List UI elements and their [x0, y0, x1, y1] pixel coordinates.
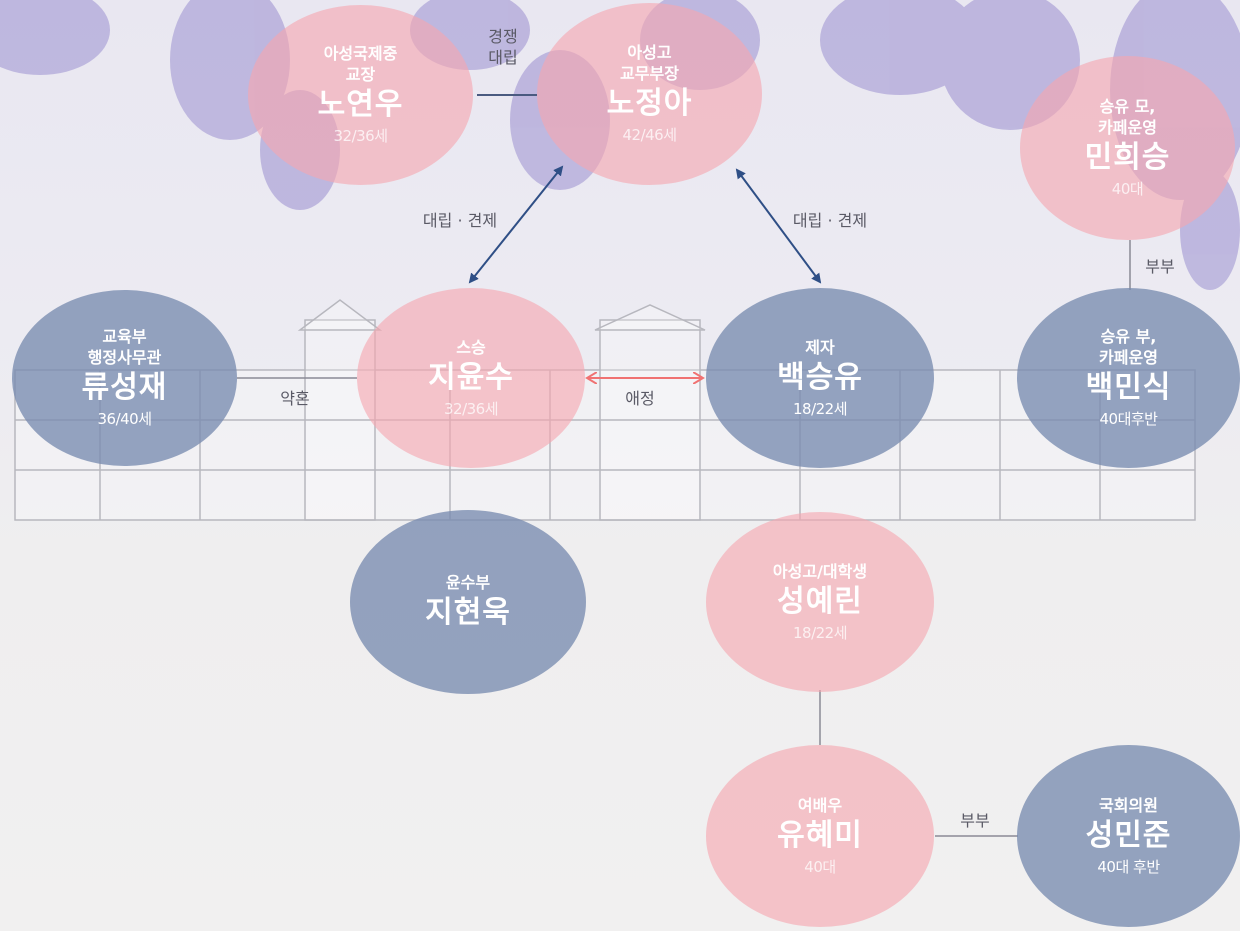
node-name: 지현욱	[425, 594, 511, 630]
node-age: 32/36세	[333, 127, 388, 145]
node-age: 40대	[1111, 180, 1144, 198]
oppose-left-arrow	[468, 165, 564, 284]
node-role: 교육부 행정사무관	[87, 327, 162, 367]
node-age: 42/46세	[622, 126, 677, 144]
node-name: 유혜미	[777, 817, 863, 853]
node-age: 18/22세	[792, 399, 848, 418]
node-name: 노연우	[317, 87, 404, 122]
relation-label-oppose-left: 대립 · 견제	[422, 211, 498, 230]
node-baekseungyu: 제자 백승유 18/22세	[706, 288, 934, 468]
node-noyeonwoo: 아성국제중 교장 노연우 32/36세	[248, 5, 473, 185]
node-age: 40대 후반	[1097, 857, 1160, 876]
node-name: 노정아	[606, 86, 693, 121]
node-role: 여배우	[797, 795, 843, 815]
relation-label-engaged: 약혼	[280, 389, 310, 408]
node-role: 아성고/대학생	[772, 561, 868, 581]
node-name: 성민준	[1085, 817, 1172, 853]
node-name: 지윤수	[428, 359, 514, 395]
node-role: 아성고 교무부장	[620, 43, 679, 83]
node-role: 승유 부, 카페운영	[1099, 327, 1158, 367]
node-age: 18/22세	[792, 623, 848, 642]
node-name: 성예린	[777, 583, 863, 619]
oppose-right-arrow	[735, 168, 822, 284]
node-name: 민희승	[1084, 140, 1171, 175]
relation-label-couple-bottom: 부부	[960, 811, 990, 830]
node-jihyeonuk: 윤수부 지현욱	[350, 510, 586, 694]
node-baekminsik: 승유 부, 카페운영 백민식 40대후반	[1017, 288, 1240, 468]
relation-label-affection: 애정	[625, 389, 655, 408]
node-role: 스승	[456, 337, 486, 357]
node-role: 국회의원	[1099, 795, 1158, 815]
node-age: 40대	[804, 857, 836, 876]
node-yuhyemi: 여배우 유혜미 40대	[706, 745, 934, 927]
node-seongyerin: 아성고/대학생 성예린 18/22세	[706, 512, 934, 692]
node-ryuseongjae: 교육부 행정사무관 류성재 36/40세	[12, 290, 237, 466]
node-jiyunsu: 스승 지윤수 32/36세	[357, 288, 585, 468]
node-name: 백승유	[777, 359, 863, 395]
node-minhuiseung: 승유 모, 카페운영 민희승 40대	[1020, 56, 1235, 240]
node-role: 아성국제중 교장	[323, 44, 398, 84]
relation-label-rivalry: 경쟁 대립	[488, 27, 518, 67]
relation-label-couple-top: 부부	[1145, 257, 1175, 276]
node-seongminjun: 국회의원 성민준 40대 후반	[1017, 745, 1240, 927]
node-nojeonga: 아성고 교무부장 노정아 42/46세	[537, 3, 762, 185]
node-age: 36/40세	[97, 410, 152, 428]
node-role: 윤수부	[445, 572, 491, 592]
node-name: 백민식	[1085, 370, 1172, 405]
node-role: 승유 모, 카페운영	[1098, 97, 1157, 137]
node-age: 32/36세	[443, 399, 499, 418]
node-age: 40대후반	[1099, 410, 1159, 428]
relation-label-oppose-right: 대립 · 견제	[792, 211, 868, 230]
node-role: 제자	[805, 337, 835, 357]
node-name: 류성재	[81, 370, 168, 405]
